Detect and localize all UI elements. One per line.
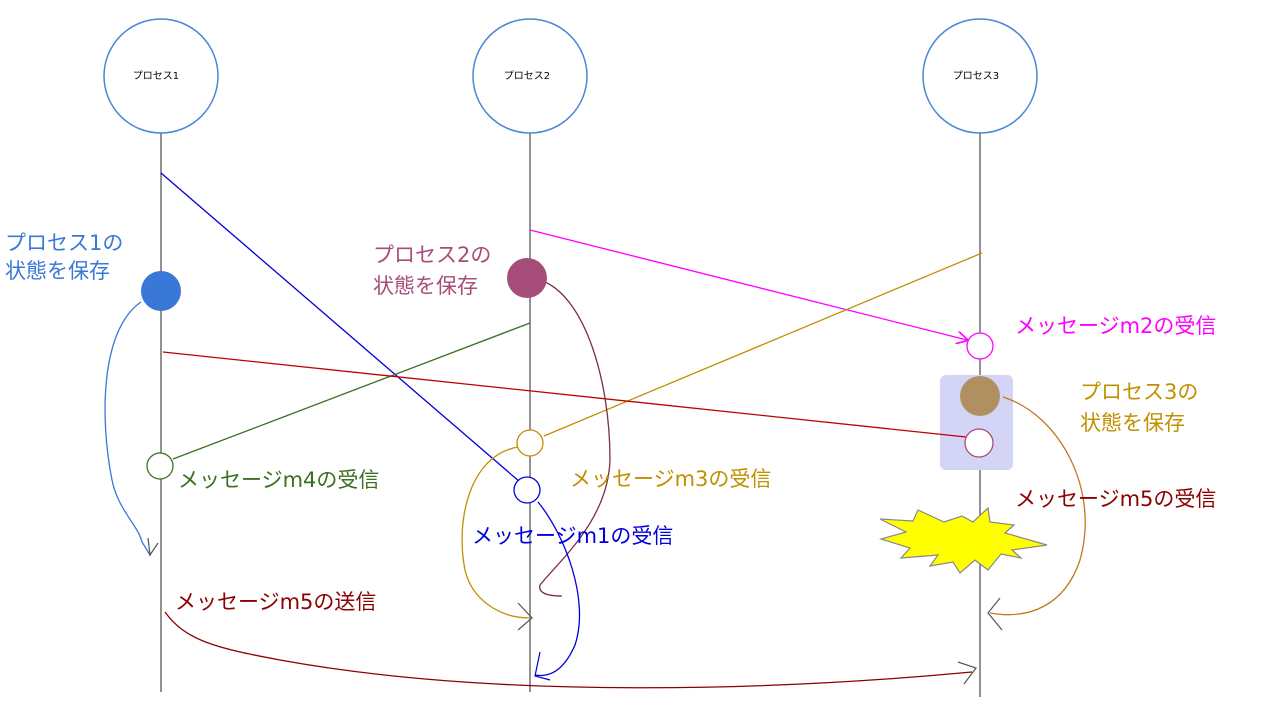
message-m3-receive-curve [461, 446, 531, 619]
rollback-arrow-process-1 [104, 301, 151, 556]
m5-send-label: メッセージm5の送信 [175, 590, 376, 614]
rollback-arrowhead-process-1 [147, 537, 159, 557]
p3-state-line-2: 状態を保存 [1080, 411, 1185, 435]
m5-receive-marker [964, 428, 994, 458]
p1-state-line-2: 状態を保存 [5, 259, 110, 283]
p1-state-line-1: プロセス1の [5, 231, 123, 255]
p3-state-line-1: プロセス3の [1080, 380, 1198, 404]
process-label: プロセス3 [953, 70, 999, 82]
message-m2-line [529, 229, 967, 340]
p3-state-label: プロセス3の 状態を保存 [1080, 380, 1205, 435]
m3-arrowhead [517, 602, 533, 631]
m5-receive-label: メッセージm5の受信 [1015, 487, 1216, 511]
m3-receive-marker [516, 429, 544, 457]
explosion-burst-icon [878, 506, 1048, 574]
m5-send-arrowhead [957, 661, 977, 685]
rollback-arrowhead-process-3 [987, 597, 1003, 631]
m1-arrowhead [534, 651, 551, 681]
process-label: プロセス1 [133, 70, 179, 82]
process-node-2: プロセス2 [472, 18, 588, 134]
message-m1-line [160, 172, 521, 483]
p1-state-saved-marker [141, 271, 181, 311]
p1-state-label: プロセス1の 状態を保存 [5, 231, 130, 283]
m2-receive-marker [966, 332, 994, 360]
m1-receive-label: メッセージm1の受信 [472, 524, 673, 548]
process-node-1: プロセス1 [103, 18, 219, 134]
p2-state-saved-marker [507, 258, 547, 298]
m3-receive-label: メッセージm3の受信 [570, 467, 771, 491]
m2-receive-label: メッセージm2の受信 [1015, 314, 1216, 338]
process-label: プロセス2 [504, 70, 550, 82]
p3-state-saved-marker [960, 376, 1000, 416]
m4-receive-label: メッセージm4の受信 [178, 468, 379, 492]
p2-state-line-2: 状態を保存 [373, 274, 478, 298]
p2-state-line-1: プロセス2の [373, 243, 491, 267]
message-m5-line [162, 351, 967, 438]
p2-state-label: プロセス2の 状態を保存 [373, 243, 498, 298]
message-m3-line [543, 252, 983, 437]
message-m1-receive-curve [534, 501, 581, 677]
message-m5-send-curve [164, 611, 973, 689]
process-node-3: プロセス3 [922, 18, 1038, 134]
m4-receive-marker [146, 452, 174, 480]
rollback-arrow-process-2 [539, 281, 611, 597]
rollback-arrow-process-3 [989, 396, 1086, 616]
message-m4-line [172, 322, 531, 460]
m1-receive-marker [513, 476, 541, 504]
